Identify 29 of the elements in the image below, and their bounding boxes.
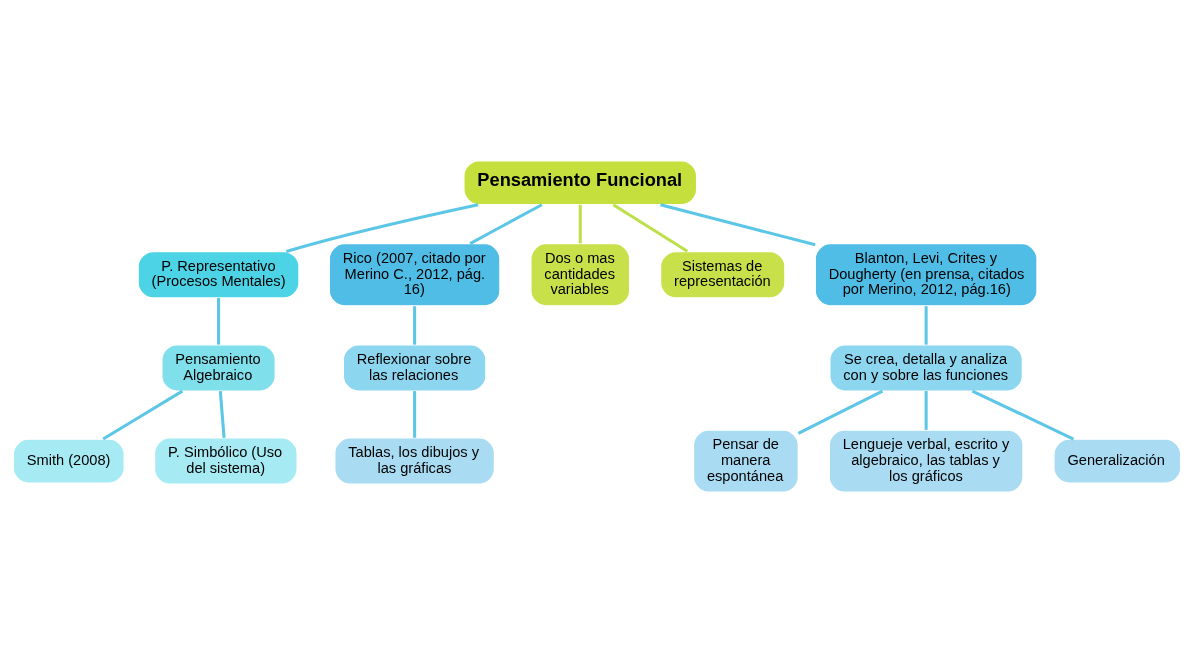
connector [660, 203, 816, 247]
connector [612, 203, 689, 253]
node-box: Reflexionar sobre las relaciones [342, 344, 487, 392]
connector [797, 389, 884, 435]
node-box: Lengueje verbal, escrito y algebraico, las tablas y los gráficos [828, 429, 1024, 493]
node-box: Pensamiento Funcional [463, 160, 698, 206]
connector [285, 203, 479, 253]
node-box: Tablas, los dibujos y las gráficas [334, 437, 495, 485]
node-box: Rico (2007, citado por Merino C., 2012, pág. 16) [328, 243, 501, 307]
connector [578, 204, 582, 244]
node-box: P. Representativo (Procesos Mentales) [137, 251, 300, 299]
connector [971, 389, 1075, 441]
node-box: Se crea, detalla y analiza con y sobre las funciones [829, 344, 1023, 392]
connector [413, 306, 417, 345]
node-box: Pensar de manera espontánea [692, 429, 799, 493]
node-box: Smith (2008) [12, 438, 125, 484]
node-box: Generalización [1053, 438, 1182, 484]
connector [102, 389, 184, 441]
connector [413, 391, 417, 438]
node-box: Pensamiento Algebraico [161, 344, 276, 392]
connector [217, 297, 221, 345]
connector [924, 391, 928, 430]
node-box: Dos o mas cantidades variables [530, 243, 631, 307]
node-box: P. Simbólico (Uso del sistema) [154, 437, 298, 485]
node-box: Sistemas de representación [660, 251, 786, 299]
node-box: Blanton, Levi, Crites y Dougherty (en prensa, citados por Merino, 2012, pág.16) [814, 243, 1038, 307]
connector [924, 306, 928, 345]
connector [469, 203, 543, 245]
connector [218, 390, 226, 438]
